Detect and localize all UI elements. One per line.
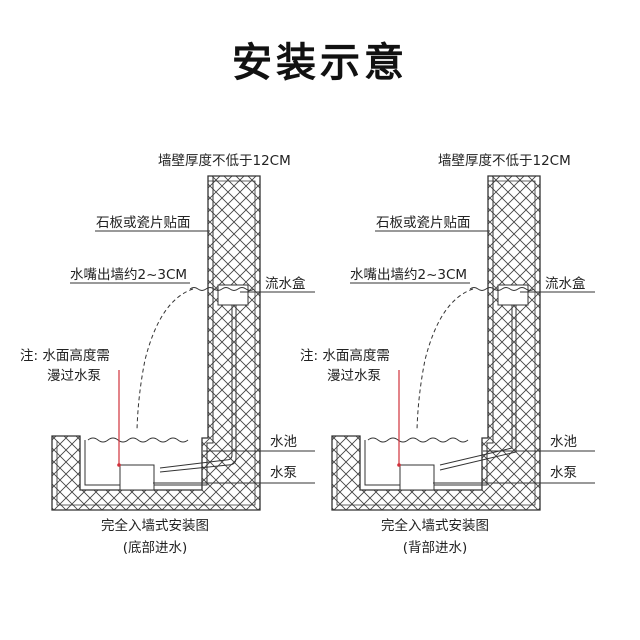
water-pump <box>399 464 435 491</box>
flow-box-label: 流水盒 <box>265 275 306 292</box>
spout-label: 水嘴出墙约2~3CM <box>350 267 467 283</box>
note-pointer-dot <box>397 463 401 467</box>
flow-box <box>497 284 529 306</box>
page-title: 安装示意 <box>232 40 408 86</box>
diagram-caption: 完全入墙式安装图 <box>381 517 489 534</box>
note-label-line1: 注: 水面高度需 <box>20 347 110 364</box>
pump-label: 水泵 <box>270 465 297 481</box>
diagram-caption: 完全入墙式安装图 <box>101 517 209 534</box>
spout-label: 水嘴出墙约2~3CM <box>70 267 187 283</box>
wall-thickness-label: 墙壁厚度不低于12CM <box>438 153 571 169</box>
water-pump <box>119 464 155 491</box>
water-surface <box>87 437 189 443</box>
pump-pipe <box>439 305 517 471</box>
facing-layer <box>84 176 214 486</box>
flow-box <box>217 284 249 306</box>
wall-inner-line <box>56 180 256 506</box>
pool-label: 水池 <box>270 434 297 450</box>
facing-label: 石板或瓷片贴面 <box>376 215 471 231</box>
water-stream <box>136 288 194 431</box>
wall-thickness-label: 墙壁厚度不低于12CM <box>158 153 291 169</box>
note-label-line1: 注: 水面高度需 <box>300 347 390 364</box>
wall-inner-line <box>336 180 536 506</box>
spout-water <box>469 287 535 291</box>
flow-box-label: 流水盒 <box>545 275 586 292</box>
pool-label: 水池 <box>550 434 577 450</box>
water-surface <box>367 437 469 443</box>
water-stream <box>416 288 474 431</box>
spout-water <box>189 287 255 291</box>
facing-layer <box>364 176 494 486</box>
diagram-subcaption: (背部进水) <box>403 540 468 556</box>
note-label-line2: 漫过水泵 <box>327 368 381 384</box>
note-label-line2: 漫过水泵 <box>47 368 101 384</box>
hatched-wall <box>331 175 541 511</box>
pump-label: 水泵 <box>550 465 577 481</box>
facing-label: 石板或瓷片贴面 <box>96 215 191 231</box>
hatched-wall <box>51 175 261 511</box>
pump-pipe <box>159 305 237 473</box>
diagram-subcaption: (底部进水) <box>123 540 188 556</box>
note-pointer-dot <box>117 463 121 467</box>
